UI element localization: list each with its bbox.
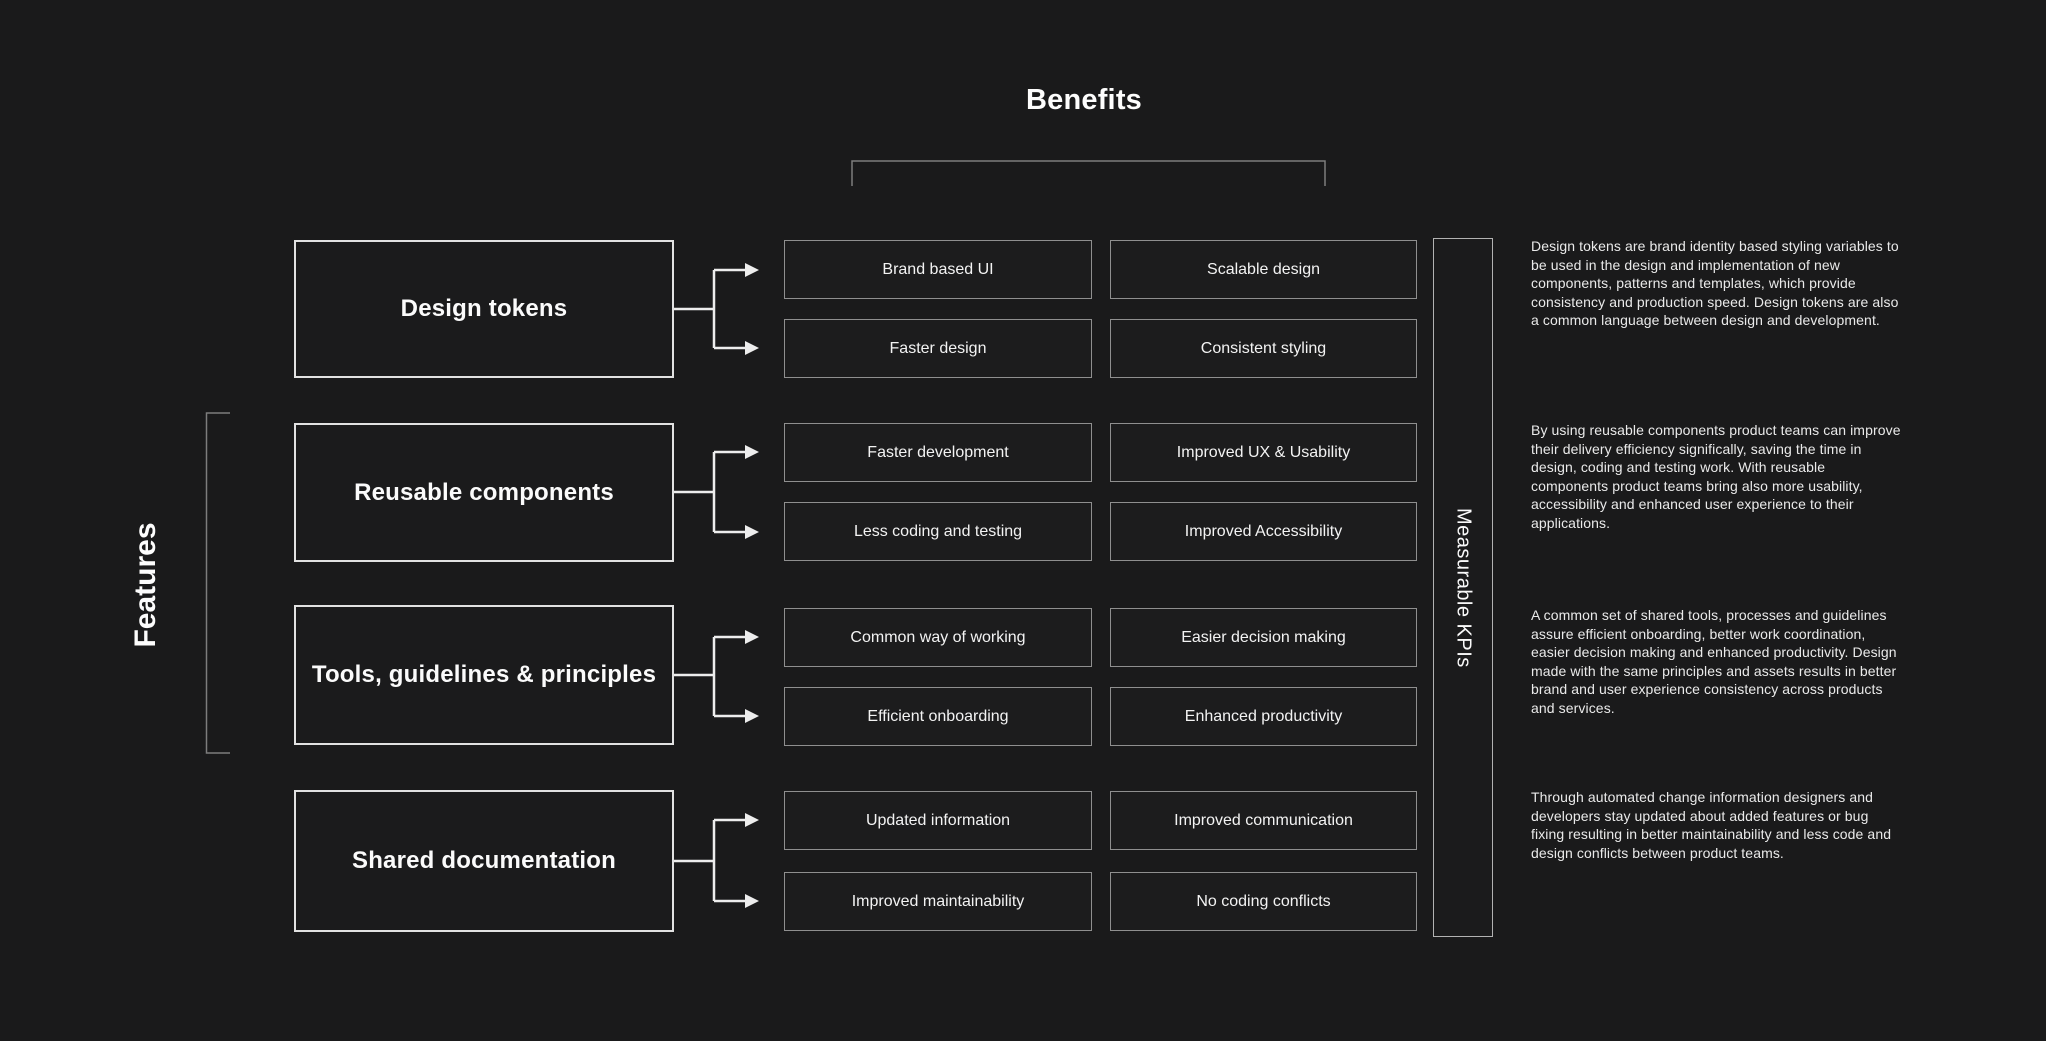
benefit-box: Consistent styling	[1110, 319, 1417, 378]
feature-label: Design tokens	[400, 295, 568, 322]
feature-description-design-tokens: Design tokens are brand identity based s…	[1531, 238, 1899, 329]
feature-box-reusable-components: Reusable components	[294, 423, 674, 562]
arrowhead-icon	[745, 341, 759, 355]
benefit-box: Efficient onboarding	[784, 687, 1092, 746]
arrowhead-icon	[745, 263, 759, 277]
benefits-bracket	[851, 160, 1326, 186]
benefit-label: Faster design	[889, 339, 987, 357]
benefit-label: Brand based UI	[882, 260, 994, 278]
feature-label: Tools, guidelines & principles	[311, 661, 657, 688]
benefit-label: Less coding and testing	[853, 522, 1023, 540]
features-bracket	[205, 412, 230, 754]
benefit-label: Enhanced productivity	[1184, 707, 1343, 725]
feature-description-shared-documentation: Through automated change information des…	[1531, 789, 1892, 861]
benefit-label: Improved communication	[1174, 811, 1353, 829]
benefit-label: Scalable design	[1207, 260, 1320, 278]
arrowhead-icon	[745, 894, 759, 908]
feature-box-shared-documentation: Shared documentation	[294, 790, 674, 932]
benefit-label: Updated information	[865, 811, 1011, 829]
benefit-label: Improved UX & Usability	[1176, 443, 1351, 461]
arrowhead-icon	[745, 709, 759, 723]
benefit-label: Faster development	[867, 443, 1009, 461]
benefit-label: No coding conflicts	[1196, 892, 1331, 910]
benefit-box: Improved communication	[1110, 791, 1417, 850]
benefit-box: Improved Accessibility	[1110, 502, 1417, 561]
feature-box-tools-guidelines-principles: Tools, guidelines & principles	[294, 605, 674, 745]
benefit-box: Easier decision making	[1110, 608, 1417, 667]
feature-description-reusable-components: By using reusable components product tea…	[1531, 422, 1901, 531]
benefit-label: Easier decision making	[1181, 628, 1346, 646]
feature-label: Reusable components	[354, 478, 614, 506]
feature-description-tools-guidelines: A common set of shared tools, processes …	[1531, 607, 1897, 716]
feature-box-design-tokens: Design tokens	[294, 240, 674, 378]
benefit-label: Improved Accessibility	[1184, 522, 1343, 540]
benefits-title: Benefits	[1025, 84, 1142, 116]
benefit-label: Improved maintainability	[851, 892, 1025, 910]
feature-label: Shared documentation	[351, 847, 617, 874]
fork-arrow-design-tokens	[673, 263, 759, 355]
benefit-box: Brand based UI	[784, 240, 1092, 299]
benefit-label: Consistent styling	[1200, 339, 1327, 357]
fork-arrow-shared-documentation	[673, 813, 759, 908]
features-axis-label: Features	[129, 522, 162, 648]
arrowhead-icon	[745, 525, 759, 539]
fork-arrow-reusable-components	[673, 445, 759, 539]
benefit-box: Updated information	[784, 791, 1092, 850]
benefit-box: Common way of working	[784, 608, 1092, 667]
benefit-label: Efficient onboarding	[867, 707, 1009, 725]
fork-arrow-tools-guidelines	[673, 630, 759, 723]
benefit-box: Less coding and testing	[784, 502, 1092, 561]
benefit-box: Scalable design	[1110, 240, 1417, 299]
benefit-box: Improved maintainability	[784, 872, 1092, 931]
measurable-kpis-box: Measurable KPIs	[1433, 238, 1493, 937]
benefit-box: Faster development	[784, 423, 1092, 482]
benefit-box: Improved UX & Usability	[1110, 423, 1417, 482]
benefit-box: No coding conflicts	[1110, 872, 1417, 931]
arrowhead-icon	[745, 813, 759, 827]
kpi-label: Measurable KPIs	[1452, 507, 1475, 668]
benefit-label: Common way of working	[850, 628, 1026, 646]
arrowhead-icon	[745, 630, 759, 644]
benefit-box: Enhanced productivity	[1110, 687, 1417, 746]
benefit-box: Faster design	[784, 319, 1092, 378]
arrowhead-icon	[745, 445, 759, 459]
